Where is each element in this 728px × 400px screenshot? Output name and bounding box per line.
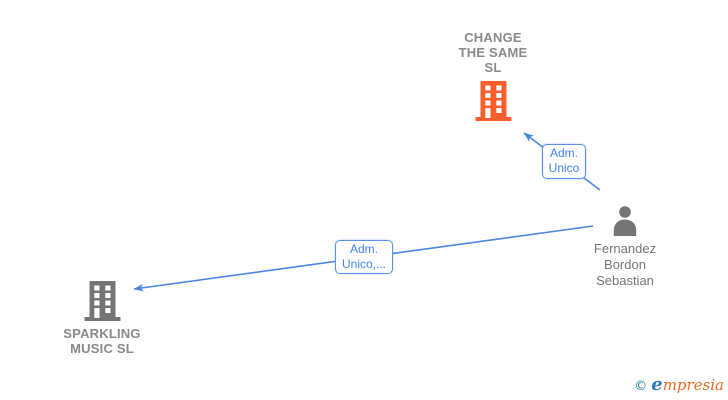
copyright-icon: © xyxy=(634,379,648,394)
building-icon xyxy=(84,281,120,321)
building-icon xyxy=(475,81,511,121)
edge-label-line: Unico,... xyxy=(341,257,386,271)
brand-rest: mpresia xyxy=(662,376,724,394)
node-change-the-same-sl[interactable]: CHANGE THE SAME SL xyxy=(433,30,553,121)
person-name-line: Fernandez xyxy=(593,241,657,256)
company-name-line: SPARKLING xyxy=(63,326,141,341)
empresia-watermark: ©empresia xyxy=(634,374,724,395)
company-name: CHANGE THE SAME SL xyxy=(459,30,528,75)
company-name: SPARKLING MUSIC SL xyxy=(63,326,140,356)
person-name-line: Sebastian xyxy=(596,273,654,288)
edge-label-line: Adm. xyxy=(549,146,578,160)
person-icon xyxy=(613,206,637,236)
edge-label-adm-unico[interactable]: Adm. Unico xyxy=(542,144,586,179)
node-fernandez-bordon-sebastian[interactable]: Fernandez Bordon Sebastian xyxy=(565,206,685,289)
company-name-line: MUSIC SL xyxy=(70,341,134,356)
company-name-line: THE SAME xyxy=(458,45,528,60)
edge-label-line: Adm. xyxy=(349,242,378,256)
person-name: Fernandez Bordon Sebastian xyxy=(594,241,656,289)
brand-first-letter: e xyxy=(651,374,663,395)
person-name-line: Bordon xyxy=(604,257,646,272)
node-sparkling-music-sl[interactable]: SPARKLING MUSIC SL xyxy=(42,281,162,356)
company-name-line: CHANGE xyxy=(464,30,522,45)
edge-label-adm-unico-etc[interactable]: Adm. Unico,... xyxy=(335,240,393,274)
edge-label-line: Unico xyxy=(548,161,580,175)
company-name-line: SL xyxy=(484,60,502,75)
